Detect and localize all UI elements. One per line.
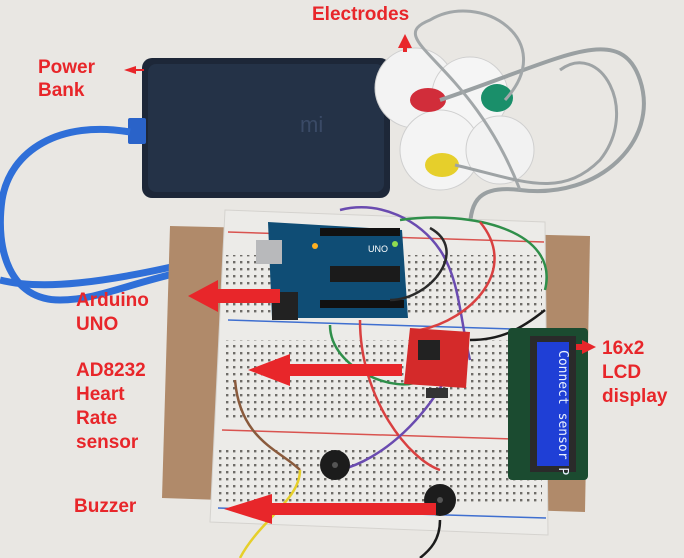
led (392, 241, 398, 247)
arduino-board: UNO (256, 222, 408, 320)
arrow-electrodes (398, 34, 412, 48)
electrodes (374, 47, 535, 191)
label-ad8232-line3: Rate (76, 408, 118, 429)
jumper-wire (419, 519, 442, 558)
label-lcd-line2: LCD (602, 362, 642, 383)
lcd-screen-text: Connect sensor P (555, 350, 570, 475)
label-buzzer: Buzzer (74, 496, 137, 517)
electrode-clip-yellow (425, 153, 459, 177)
label-lcd-line1: 16x2 (602, 338, 645, 359)
jumper-wire (358, 319, 441, 472)
label-electrodes: Electrodes (312, 4, 410, 25)
arrow-buzzer (224, 494, 272, 524)
electrode-clip-green (481, 84, 513, 112)
ad8232-sensor-board (404, 328, 470, 398)
label-ad8232-line4: sensor (76, 432, 139, 453)
arrow-electrodes-stem (403, 46, 407, 52)
annotation-arrows (124, 34, 596, 524)
arrow-lcd-stem (576, 344, 584, 350)
jumper-wire (389, 226, 448, 302)
arduino-brand-text: UNO (368, 244, 388, 254)
arrow-power-bank-stem (136, 69, 144, 71)
label-arduino-line1: Arduino (76, 290, 149, 311)
buzzer-hole (437, 497, 443, 503)
jumper-wire (233, 379, 301, 471)
electrode-lead (439, 47, 646, 231)
arrow-buzzer-stem (272, 503, 436, 515)
power-bank-logo: mi (300, 112, 323, 137)
label-lcd-line3: display (602, 386, 668, 407)
lcd-module: Connect sensor P (508, 328, 588, 480)
electrode-clip-red (410, 88, 446, 112)
label-power-bank-line2: Bank (38, 80, 85, 101)
arrow-ad8232 (248, 354, 290, 386)
atmega-chip (330, 266, 400, 282)
arrow-ad8232-stem (290, 364, 402, 376)
jumper-wire (419, 221, 496, 332)
arrow-lcd (582, 340, 596, 354)
lcd-screen (537, 342, 569, 466)
usb-cable-power (0, 125, 251, 304)
arrow-arduino-stem (218, 289, 280, 303)
jumper-wire (339, 206, 472, 361)
header-bottom (320, 300, 404, 308)
label-ad8232-line1: AD8232 (76, 360, 146, 381)
led (312, 243, 318, 249)
label-ad8232-line2: Heart (76, 384, 125, 405)
usb-port (256, 240, 282, 264)
electrode-lead (414, 9, 526, 191)
buzzer-hole (332, 462, 338, 468)
arrow-arduino (188, 280, 218, 312)
power-bank: mi (128, 58, 390, 198)
jumper-wire (399, 216, 548, 291)
electrode-lead (454, 61, 619, 185)
arrow-power-bank (124, 66, 136, 74)
label-power-bank-line1: Power (38, 57, 96, 78)
label-arduino-line2: UNO (76, 314, 119, 335)
header-top (320, 228, 400, 236)
